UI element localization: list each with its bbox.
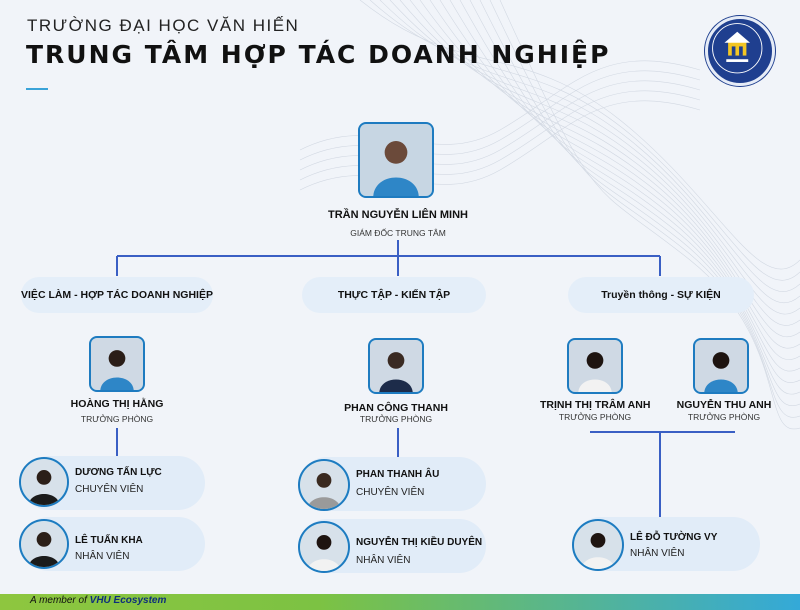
footer-brand: VHU Ecosystem [89, 595, 167, 606]
head-photo-4 [693, 338, 749, 394]
university-name: TRƯỜNG ĐẠI HỌC VĂN HIẾN [27, 16, 300, 35]
staff-photo-2 [19, 519, 69, 569]
staff-name-1: DƯƠNG TẤN LỰC [75, 467, 162, 478]
vhu-logo-icon [705, 16, 775, 86]
staff-role-1: CHUYÊN VIÊN [75, 484, 144, 495]
department-internship: THỰC TẬP - KIẾN TẬP [302, 277, 486, 313]
staff-role-4: NHÂN VIÊN [356, 555, 411, 566]
department-communications-label: Truyền thông - SỰ KIỆN [601, 289, 721, 301]
footer-prefix: A member of [30, 595, 87, 606]
head-role-1: TRƯỞNG PHÒNG [80, 414, 154, 424]
footer-bar: A member of VHU Ecosystem [0, 594, 800, 610]
head-photo-1 [89, 336, 145, 392]
head-name-4: NGUYỄN THU ANH [676, 399, 772, 411]
department-jobs: VIỆC LÀM - HỢP TÁC DOANH NGHIỆP [21, 277, 213, 313]
director-name: TRẦN NGUYỄN LIÊN MINH [328, 209, 468, 221]
head-role-4: TRƯỞNG PHÒNG [687, 412, 761, 422]
staff-role-2: NHÂN VIÊN [75, 551, 130, 562]
head-name-1: HOÀNG THỊ HẰNG [70, 398, 164, 410]
page-title: TRUNG TÂM HỢP TÁC DOANH NGHIỆP [26, 40, 611, 69]
head-role-2: TRƯỞNG PHÒNG [359, 414, 433, 424]
staff-name-5: LÊ ĐỖ TƯỜNG VY [630, 532, 718, 543]
staff-role-3: CHUYÊN VIÊN [356, 487, 425, 498]
staff-photo-4 [298, 521, 350, 573]
staff-role-5: NHÂN VIÊN [630, 548, 685, 559]
director-role: GIÁM ĐỐC TRUNG TÂM [350, 228, 446, 238]
head-photo-2 [368, 338, 424, 394]
head-photo-3 [567, 338, 623, 394]
title-underline [26, 88, 48, 90]
staff-photo-1 [19, 457, 69, 507]
staff-name-4: NGUYỄN THỊ KIỀU DUYÊN [356, 537, 483, 548]
staff-photo-5 [572, 519, 624, 571]
staff-name-2: LÊ TUẤN KHA [75, 535, 143, 546]
head-name-3: TRỊNH THỊ TRÂM ANH [540, 399, 651, 411]
staff-photo-3 [298, 459, 350, 511]
director-photo [358, 122, 434, 198]
head-name-2: PHAN CÔNG THANH [344, 402, 448, 414]
head-role-3: TRƯỞNG PHÒNG [558, 412, 632, 422]
footer-text: A member of VHU Ecosystem [30, 595, 166, 606]
staff-name-3: PHAN THANH ÂU [356, 469, 440, 480]
department-communications: Truyền thông - SỰ KIỆN [568, 277, 754, 313]
